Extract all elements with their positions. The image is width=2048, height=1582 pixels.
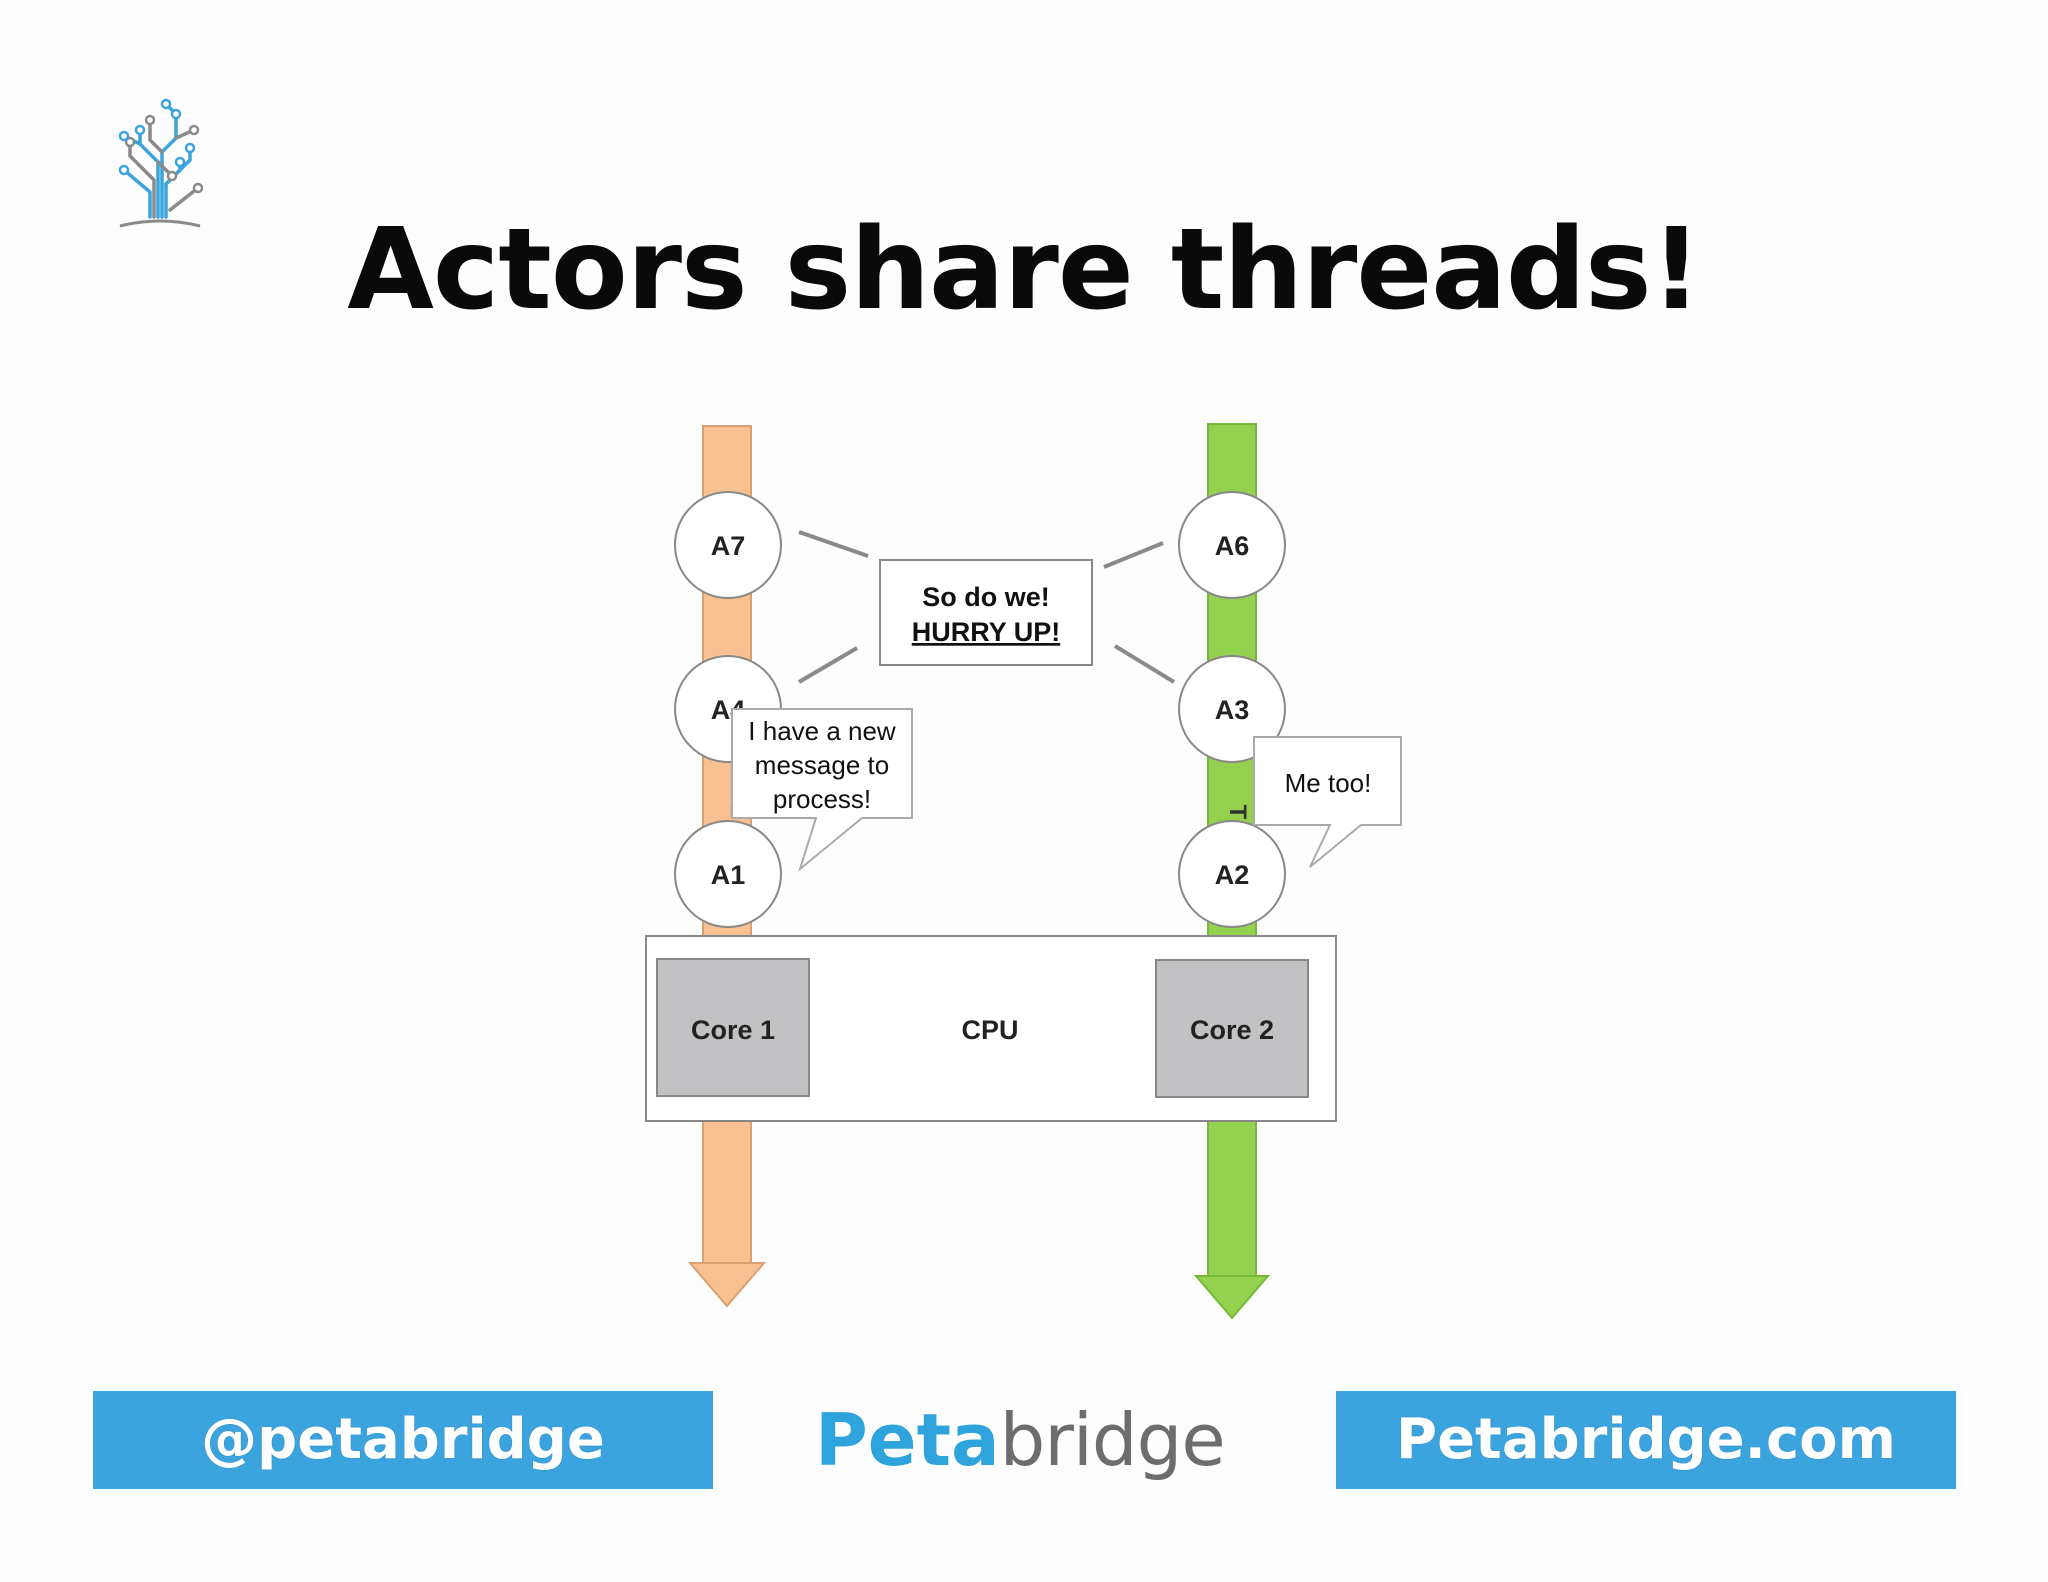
cpu-label: CPU [961,1015,1018,1045]
connector-lines [797,530,1176,684]
actor-a3-label: A3 [1215,695,1250,725]
actor-a1-label: A1 [711,860,746,890]
core-2-box [1155,959,1309,1098]
actor-a6-label: A6 [1215,531,1250,561]
bubble-center-line2: HURRY UP! [912,617,1061,647]
cpu-box: Core 1 CPU Core 2 [645,935,1337,1122]
brand-light: bridge [999,1398,1226,1482]
slide-title: Actors share threads! [347,205,1702,335]
actor-a7-label: A7 [711,531,746,561]
actor-a6: A6 [1178,491,1286,599]
core-1-box [656,958,810,1097]
bubble-left-line2: message to [755,750,889,780]
actor-a2-label: A2 [1215,860,1250,890]
bubble-left-line3: process! [773,784,871,814]
bubble-center-line1: So do we! [922,582,1050,612]
petabridge-tree-logo-icon [118,98,204,228]
bubble-me-too: Me too! [1253,736,1402,868]
actor-a7: A7 [674,491,782,599]
petabridge-wordmark: Petabridge [815,1395,1235,1495]
bubble-right-line1: Me too! [1285,768,1372,798]
core-2-label: Core 2 [1190,1015,1274,1045]
twitter-handle-banner[interactable]: @petabridge [93,1391,713,1489]
brand-bold: Peta [815,1398,1000,1482]
bubble-left-line1: I have a new [748,716,896,746]
actor-a1: A1 [674,820,782,928]
website-banner[interactable]: Petabridge.com [1336,1391,1956,1489]
core-1-label: Core 1 [691,1015,775,1045]
actor-a2: A2 [1178,820,1286,928]
bubble-new-message: I have a new message to process! [731,708,913,872]
thread-label-right-fragment: T [1224,805,1251,820]
actor-a3: A3 [1178,655,1286,763]
bubble-so-do-we: So do we! HURRY UP! [879,559,1093,666]
